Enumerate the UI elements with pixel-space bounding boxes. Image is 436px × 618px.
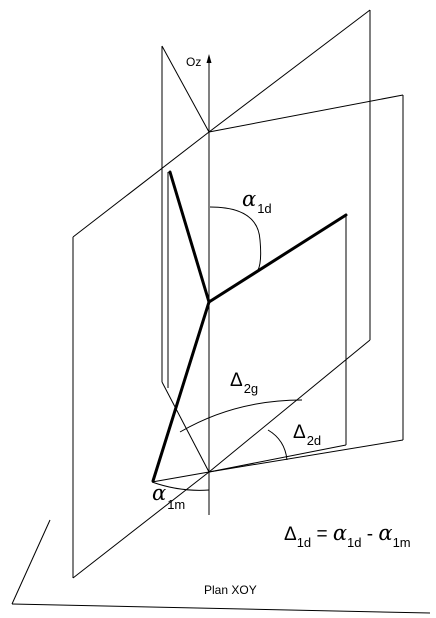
oblique-plane xyxy=(208,9,371,473)
arc-alpha-1d xyxy=(209,206,262,271)
arc-delta-2g xyxy=(179,399,303,433)
label-delta-2g: Δ2g xyxy=(230,370,258,396)
oz-axis-label: Oz xyxy=(186,55,201,69)
right-vertical-plane xyxy=(208,94,404,473)
angle-arcs xyxy=(151,206,303,491)
formula: Δ1d = α1d - α1m xyxy=(284,521,411,550)
back-vertical-plane xyxy=(161,45,210,473)
label-delta-2d: Δ2d xyxy=(293,422,321,448)
plane-label: Plan XOY xyxy=(204,583,257,597)
arc-alpha-1m xyxy=(151,481,210,491)
bold-segments xyxy=(151,170,348,483)
arc-delta-2d xyxy=(267,429,288,461)
projection-lines xyxy=(151,172,347,483)
oz-axis xyxy=(206,54,212,515)
label-alpha-1m: α1m xyxy=(152,481,185,512)
ground-plane xyxy=(11,519,431,614)
label-alpha-1d: α1d xyxy=(242,187,272,216)
front-plane xyxy=(72,131,210,579)
